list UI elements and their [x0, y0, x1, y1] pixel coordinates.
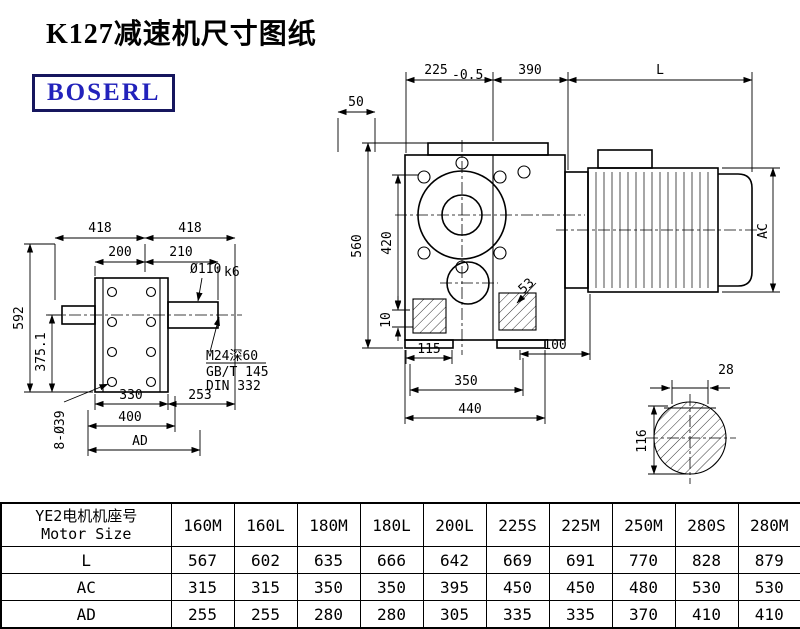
motor-size-header-en: Motor Size [41, 525, 132, 543]
reducer-dimension-drawing: 225 -0.5 390 L 50 560 420 10 115 100 350… [12, 63, 780, 484]
dim-418-left: 418 [88, 221, 111, 236]
col-header-160M: 160M [170, 502, 235, 547]
table-cell: 530 [737, 573, 800, 601]
dim-50: 50 [348, 95, 364, 110]
dim-400: 400 [118, 410, 141, 425]
front-view-centerlines [395, 140, 764, 355]
dim-375: 375.1 [34, 332, 49, 371]
dim-225: 225 [424, 63, 447, 78]
table-cell: 450 [485, 573, 550, 601]
table-cell: 602 [233, 546, 298, 574]
dim-100: 100 [543, 338, 566, 353]
table-row-AC: AC 315 315 350 350 395 450 450 480 530 5… [0, 573, 800, 601]
table-cell: 691 [548, 546, 613, 574]
dim-AC: AC [756, 223, 771, 239]
dim-28: 28 [718, 363, 734, 378]
label-tapped-hole: M24深60 [206, 349, 258, 364]
table-cell: 635 [296, 546, 361, 574]
row-label-AC: AC [0, 573, 172, 601]
foot-section-hatch-left [412, 298, 447, 334]
shaft-end-centerlines [646, 394, 736, 484]
dim-shaft-fit: k6 [224, 265, 240, 280]
table-cell: 567 [170, 546, 235, 574]
dim-AD: AD [132, 434, 148, 449]
col-header-280M: 280M [737, 502, 800, 547]
col-header-180L: 180L [359, 502, 424, 547]
side-view-face-lines [102, 278, 161, 392]
motor-outline [564, 149, 753, 293]
table-cell: 770 [611, 546, 676, 574]
motor-cooling-fins [595, 172, 709, 288]
front-view-dimension-lines [337, 76, 777, 422]
table-header-row: YE2电机机座号 Motor Size 160M 160L 180M 180L … [0, 502, 800, 547]
page-title: K127减速机尺寸图纸 [46, 19, 317, 50]
table-cell: 315 [170, 573, 235, 601]
label-gbt-standard: GB/T 145 [206, 365, 269, 380]
label-din-standard: DIN 332 [206, 379, 261, 394]
mounting-bolt-holes [106, 286, 157, 388]
boserl-logo: BOSERL [32, 74, 176, 112]
table-cell: 350 [296, 573, 361, 601]
dim-440: 440 [458, 402, 481, 417]
table-cell: 828 [674, 546, 739, 574]
dim-390: 390 [518, 63, 541, 78]
table-cell: 480 [611, 573, 676, 601]
col-header-225M: 225M [548, 502, 613, 547]
table-cell: 315 [233, 573, 298, 601]
table-row-L: L 567 602 635 666 642 669 691 770 828 87… [0, 546, 800, 574]
dim-shaft-diameter: Ø110 [190, 262, 221, 277]
motor-size-header-cn: YE2电机机座号 [35, 507, 138, 525]
table-cell: 450 [548, 573, 613, 601]
col-header-180M: 180M [296, 502, 361, 547]
side-view: 418 418 200 210 Ø110 k6 592 375.1 330 25… [12, 221, 269, 456]
table-cell: 642 [422, 546, 487, 574]
dim-350: 350 [454, 374, 477, 389]
row-label-L: L [0, 546, 172, 574]
col-header-225S: 225S [485, 502, 550, 547]
table-cell: 530 [674, 573, 739, 601]
col-header-280S: 280S [674, 502, 739, 547]
dim-330: 330 [119, 388, 142, 403]
dim-560: 560 [350, 234, 365, 257]
foot-section-hatch-right [498, 292, 537, 331]
dim-115: 115 [417, 342, 440, 357]
dim-225-tolerance: -0.5 [452, 68, 483, 83]
side-view-body [61, 277, 219, 393]
dim-200: 200 [108, 245, 131, 260]
dim-253: 253 [188, 388, 211, 403]
table-cell: 395 [422, 573, 487, 601]
flange-bolt-holes [417, 156, 531, 274]
label-bolt-holes: 8-Ø39 [53, 410, 68, 449]
table-cell: 669 [485, 546, 550, 574]
dim-10: 10 [379, 312, 394, 328]
dim-116: 116 [635, 429, 650, 452]
dim-210: 210 [169, 245, 192, 260]
col-header-250M: 250M [611, 502, 676, 547]
motor-size-table: YE2电机机座号 Motor Size 160M 160L 180M 180L … [0, 502, 800, 629]
col-header-200L: 200L [422, 502, 487, 547]
dim-L: L [656, 63, 664, 78]
dim-592: 592 [12, 306, 27, 329]
side-view-dimension-lines [26, 234, 266, 454]
motor-size-header-cell: YE2电机机座号 Motor Size [0, 502, 172, 547]
shaft-end-view: 28 116 [635, 363, 736, 484]
col-header-160L: 160L [233, 502, 298, 547]
front-view: 225 -0.5 390 L 50 560 420 10 115 100 350… [337, 63, 780, 424]
shaft-end-dimension-lines [650, 384, 730, 475]
table-cell: 350 [359, 573, 424, 601]
table-cell: 666 [359, 546, 424, 574]
table-cell: 879 [737, 546, 800, 574]
boserl-logo-text: BOSERL [47, 79, 161, 106]
dim-418-right: 418 [178, 221, 201, 236]
dim-420: 420 [380, 231, 395, 254]
